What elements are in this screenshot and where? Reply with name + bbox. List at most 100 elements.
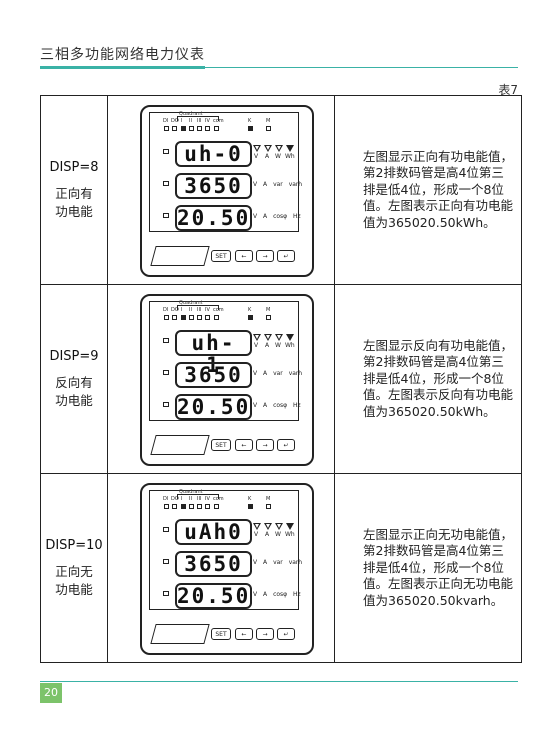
description-cell: 左图显示正向有功电能值，第2排数码管是高4位第三排是低4位，形成一个8位值。左图… bbox=[334, 95, 522, 285]
led-di bbox=[164, 504, 169, 509]
unit-label-wh: Wh bbox=[285, 342, 295, 349]
meter-lcd-frame bbox=[149, 490, 299, 610]
lcd-row-1: uAh0 bbox=[175, 519, 252, 545]
row2-sign-segment bbox=[163, 370, 169, 375]
display-spec-table: DISP=8 正向有 功电能 Quadrant DI DO I II III I… bbox=[40, 95, 522, 663]
row2-unit-v: V bbox=[253, 559, 258, 566]
mode-cell: DISP=8 正向有 功电能 bbox=[40, 95, 108, 285]
lcd-row-1: uh-0 bbox=[175, 141, 252, 167]
indicator-label-k: K bbox=[248, 307, 252, 313]
enter-button: ↵ bbox=[277, 250, 295, 262]
unit-label-v: V bbox=[254, 342, 259, 349]
nameplate-window bbox=[150, 624, 210, 644]
unit-label-a: A bbox=[265, 153, 270, 160]
led-m bbox=[266, 315, 271, 320]
row2-unit-v: V bbox=[253, 181, 258, 188]
unit-label-wh: Wh bbox=[285, 153, 295, 160]
led-com bbox=[214, 315, 219, 320]
indicator-label-iii: III bbox=[197, 307, 202, 313]
nameplate-window bbox=[150, 435, 210, 455]
row3-unit-cos: cosφ bbox=[273, 402, 288, 409]
led-quadrant-ii bbox=[189, 504, 194, 509]
lcd-row-3: 20.50 bbox=[175, 205, 252, 231]
led-di bbox=[164, 315, 169, 320]
indicator-label-ii: II bbox=[189, 118, 192, 124]
unit-label-wh: Wh bbox=[285, 531, 295, 538]
indicator-label-k: K bbox=[248, 118, 252, 124]
indicator-label-do: DO bbox=[171, 307, 179, 313]
header-title: 三相多功能网络电力仪表 bbox=[40, 47, 205, 63]
indicator-label-iv: IV bbox=[205, 307, 210, 313]
table-row: DISP=9 反向有 功电能 Quadrant DI DO I II III I… bbox=[40, 284, 522, 474]
meter-lcd-frame bbox=[149, 301, 299, 421]
led-m bbox=[266, 504, 271, 509]
unit-label-a: A bbox=[265, 531, 270, 538]
mode-cell: DISP=9 反向有 功电能 bbox=[40, 284, 108, 474]
triangle-a-icon bbox=[264, 145, 272, 152]
row2-units: V A var varh bbox=[253, 181, 306, 188]
unit-label-v: V bbox=[254, 153, 259, 160]
device-cell: Quadrant DI DO I II III IV com K M bbox=[107, 284, 335, 474]
row3-unit-hz: Hz bbox=[293, 213, 301, 220]
led-k bbox=[248, 504, 253, 509]
quadrant-label: Quadrant bbox=[179, 300, 203, 306]
description-cell: 左图显示反向有功电能值，第2排数码管是高4位第三排是低4位，形成一个8位值。左图… bbox=[334, 284, 522, 474]
led-do bbox=[172, 504, 177, 509]
left-arrow-button: ← bbox=[235, 250, 253, 262]
enter-button: ↵ bbox=[277, 439, 295, 451]
led-quadrant-iii bbox=[197, 315, 202, 320]
row3-unit-cos: cosφ bbox=[273, 213, 288, 220]
triangle-v-icon bbox=[253, 145, 261, 152]
lcd-row-2: 3650 bbox=[175, 362, 252, 388]
indicator-label-iii: III bbox=[197, 496, 202, 502]
page-number: 20 bbox=[40, 683, 62, 703]
triangle-w-icon bbox=[275, 145, 283, 152]
quadrant-bracket bbox=[177, 305, 219, 310]
row2-units: V A var varh bbox=[253, 370, 306, 377]
meter-panel-illustration: Quadrant DI DO I II III IV com K M bbox=[121, 290, 321, 468]
row2-unit-a: A bbox=[263, 181, 268, 188]
meter-outer-frame bbox=[140, 483, 314, 655]
indicator-label-ii: II bbox=[189, 307, 192, 313]
unit-label-w: W bbox=[275, 531, 281, 538]
indicator-label-di: DI bbox=[163, 496, 169, 502]
description-text: 左图显示正向无功电能值，第2排数码管是高4位第三排是低4位，形成一个8位值。左图… bbox=[363, 526, 514, 608]
indicator-label-com: com bbox=[213, 496, 224, 502]
indicator-label-i: I bbox=[181, 118, 183, 124]
led-di bbox=[164, 126, 169, 131]
nameplate-window bbox=[150, 246, 210, 266]
indicator-label-m: M bbox=[266, 118, 271, 124]
triangle-w-icon bbox=[275, 334, 283, 341]
led-k bbox=[248, 315, 253, 320]
unit-label-a: A bbox=[265, 342, 270, 349]
led-quadrant-iv bbox=[205, 504, 210, 509]
right-arrow-button: → bbox=[256, 439, 274, 451]
indicator-label-com: com bbox=[213, 118, 224, 124]
unit-label-v: V bbox=[254, 531, 259, 538]
led-do bbox=[172, 126, 177, 131]
indicator-label-iii: III bbox=[197, 118, 202, 124]
meter-outer-frame bbox=[140, 294, 314, 466]
description-cell: 左图显示正向无功电能值，第2排数码管是高4位第三排是低4位，形成一个8位值。左图… bbox=[334, 473, 522, 663]
function-line-1: 反向有 bbox=[55, 374, 93, 390]
row2-unit-varh: varh bbox=[288, 181, 303, 188]
row1-sign-segment bbox=[163, 527, 169, 532]
quadrant-bracket bbox=[177, 494, 219, 499]
row3-unit-v: V bbox=[253, 402, 258, 409]
disp-code: DISP=8 bbox=[49, 159, 99, 175]
header-rule bbox=[40, 66, 518, 69]
meter-outer-frame bbox=[140, 105, 314, 277]
function-line-1: 正向无 bbox=[55, 563, 93, 579]
meter-panel-illustration: Quadrant DI DO I II III IV com K M bbox=[121, 479, 321, 657]
footer-rule bbox=[40, 681, 518, 682]
row3-unit-a: A bbox=[263, 402, 268, 409]
triangle-wh-icon bbox=[286, 523, 294, 530]
unit-label-w: W bbox=[275, 153, 281, 160]
row3-sign-segment bbox=[163, 213, 169, 218]
lcd-row-3: 20.50 bbox=[175, 394, 252, 420]
row3-units: V A cosφ Hz bbox=[253, 402, 305, 409]
led-quadrant-iv bbox=[205, 126, 210, 131]
led-quadrant-iii bbox=[197, 504, 202, 509]
led-m bbox=[266, 126, 271, 131]
row2-sign-segment bbox=[163, 181, 169, 186]
